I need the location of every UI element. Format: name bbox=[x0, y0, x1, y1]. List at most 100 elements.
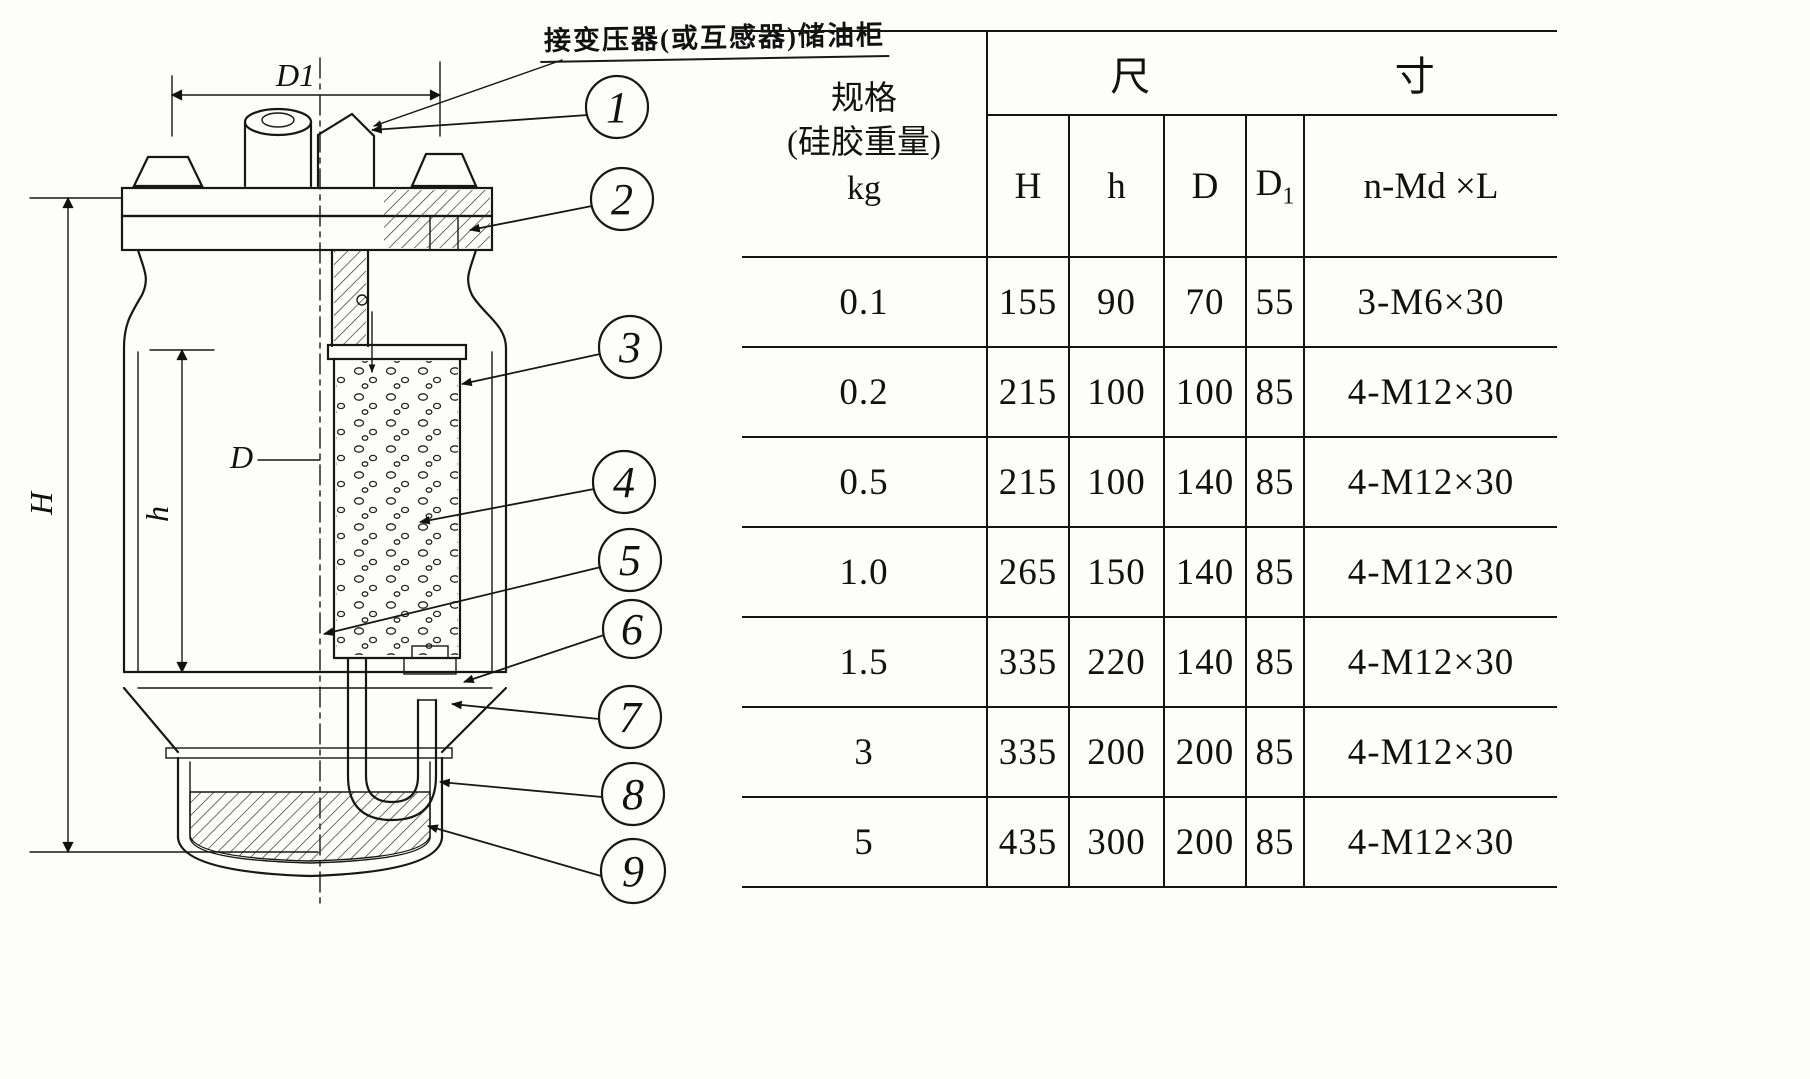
lower-cone-left bbox=[122, 686, 180, 754]
table-row: 0.5 215 100 140 85 4-M12×30 bbox=[742, 436, 1557, 528]
value-nMdL: 4-M12×30 bbox=[1303, 346, 1557, 438]
table-row: 3 335 200 200 85 4-M12×30 bbox=[742, 706, 1557, 798]
value-H: 215 bbox=[986, 346, 1070, 438]
value-D: 70 bbox=[1163, 256, 1247, 348]
callout-4: 4 bbox=[591, 449, 657, 515]
lower-cone-right bbox=[440, 686, 508, 754]
breather-sectional-drawing: D1 bbox=[23, 57, 667, 906]
value-H: 335 bbox=[986, 616, 1070, 708]
dimension-D: D bbox=[229, 439, 321, 475]
silica-gel-tube bbox=[326, 343, 468, 660]
value-H: 215 bbox=[986, 436, 1070, 528]
callout-6: 6 bbox=[601, 598, 663, 660]
svg-text:8: 8 bbox=[622, 770, 644, 819]
column-header-H: H bbox=[986, 114, 1070, 258]
size-group-header: 尺 寸 bbox=[986, 30, 1557, 116]
spec-table-container: 规格 (硅胶重量) kg 尺 寸 H h D D1 n-Md ×L 0.1 15… bbox=[742, 30, 1557, 888]
value-nMdL: 4-M12×30 bbox=[1303, 706, 1557, 798]
spec-value: 3 bbox=[742, 706, 988, 798]
value-H: 335 bbox=[986, 706, 1070, 798]
dimension-h: h bbox=[139, 348, 215, 674]
value-h: 90 bbox=[1068, 256, 1165, 348]
column-header-h: h bbox=[1068, 114, 1165, 258]
right-bolt-shaft bbox=[429, 215, 459, 251]
dimension-D1: D1 bbox=[170, 57, 442, 137]
svg-text:6: 6 bbox=[621, 605, 643, 654]
table-row: 5 435 300 200 85 4-M12×30 bbox=[742, 796, 1557, 888]
value-D: 200 bbox=[1163, 796, 1247, 888]
value-h: 220 bbox=[1068, 616, 1165, 708]
spec-value: 1.0 bbox=[742, 526, 988, 618]
size-header-char1: 尺 bbox=[1110, 54, 1151, 99]
value-H: 435 bbox=[986, 796, 1070, 888]
shoulder-left bbox=[122, 248, 147, 350]
value-D1: 85 bbox=[1245, 346, 1305, 438]
dim-label-H: H bbox=[23, 490, 59, 516]
callout-2: 2 bbox=[589, 166, 655, 232]
value-D: 140 bbox=[1163, 616, 1247, 708]
callout-7: 7 bbox=[597, 684, 663, 750]
value-nMdL: 4-M12×30 bbox=[1303, 436, 1557, 528]
shoulder-right bbox=[467, 248, 508, 350]
svg-text:3: 3 bbox=[618, 323, 641, 372]
spec-header-line3: kg bbox=[847, 169, 881, 207]
silica-gel-fill bbox=[336, 361, 458, 655]
value-D: 140 bbox=[1163, 436, 1247, 528]
dim-label-D: D bbox=[229, 439, 253, 475]
spec-header-line2: (硅胶重量) bbox=[787, 125, 941, 162]
table-row: 1.5 335 220 140 85 4-M12×30 bbox=[742, 616, 1557, 708]
dim-label-h: h bbox=[139, 506, 175, 522]
top-cap bbox=[243, 107, 313, 188]
value-D1: 85 bbox=[1245, 526, 1305, 618]
svg-text:2: 2 bbox=[611, 175, 633, 224]
value-D: 200 bbox=[1163, 706, 1247, 798]
connection-pipe bbox=[316, 112, 376, 188]
value-D: 100 bbox=[1163, 346, 1247, 438]
value-D1: 85 bbox=[1245, 706, 1305, 798]
table-row: 1.0 265 150 140 85 4-M12×30 bbox=[742, 526, 1557, 618]
column-header-nMdL: n-Md ×L bbox=[1303, 114, 1557, 258]
column-header-D: D bbox=[1163, 114, 1247, 258]
dimension-spec-table: 规格 (硅胶重量) kg 尺 寸 H h D D1 n-Md ×L 0.1 15… bbox=[742, 30, 1557, 888]
value-h: 100 bbox=[1068, 346, 1165, 438]
size-header-char2: 寸 bbox=[1394, 54, 1435, 99]
value-h: 300 bbox=[1068, 796, 1165, 888]
neck-tube bbox=[330, 248, 376, 373]
value-nMdL: 3-M6×30 bbox=[1303, 256, 1557, 348]
callout-balloons: 1 2 3 4 5 6 7 8 bbox=[584, 74, 667, 905]
callout-5: 5 bbox=[597, 527, 663, 593]
svg-text:4: 4 bbox=[613, 458, 635, 507]
spec-column-header: 规格 (硅胶重量) kg bbox=[742, 30, 988, 258]
dim-label-D1: D1 bbox=[275, 57, 315, 93]
left-bolt bbox=[132, 155, 204, 188]
callout-3: 3 bbox=[597, 314, 663, 380]
spec-value: 0.1 bbox=[742, 256, 988, 348]
svg-text:5: 5 bbox=[619, 536, 641, 585]
value-h: 100 bbox=[1068, 436, 1165, 528]
spec-header-line1: 规格 bbox=[831, 80, 897, 117]
callout-8: 8 bbox=[600, 761, 666, 827]
callout-leaders bbox=[322, 114, 605, 877]
value-H: 265 bbox=[986, 526, 1070, 618]
value-D: 140 bbox=[1163, 526, 1247, 618]
spec-value: 0.2 bbox=[742, 346, 988, 438]
spec-value: 0.5 bbox=[742, 436, 988, 528]
spec-value: 1.5 bbox=[742, 616, 988, 708]
dimension-H: H bbox=[23, 196, 319, 854]
oil-fill bbox=[189, 791, 431, 862]
value-h: 200 bbox=[1068, 706, 1165, 798]
annotation-leader-line bbox=[373, 59, 563, 127]
svg-text:9: 9 bbox=[622, 847, 644, 896]
value-H: 155 bbox=[986, 256, 1070, 348]
value-nMdL: 4-M12×30 bbox=[1303, 796, 1557, 888]
value-nMdL: 4-M12×30 bbox=[1303, 616, 1557, 708]
value-nMdL: 4-M12×30 bbox=[1303, 526, 1557, 618]
top-flange bbox=[120, 152, 494, 252]
value-D1: 55 bbox=[1245, 256, 1305, 348]
svg-text:1: 1 bbox=[606, 83, 628, 132]
spec-value: 5 bbox=[742, 796, 988, 888]
bottom-fitting bbox=[403, 645, 457, 675]
value-D1: 85 bbox=[1245, 436, 1305, 528]
oil-cup bbox=[165, 747, 453, 878]
